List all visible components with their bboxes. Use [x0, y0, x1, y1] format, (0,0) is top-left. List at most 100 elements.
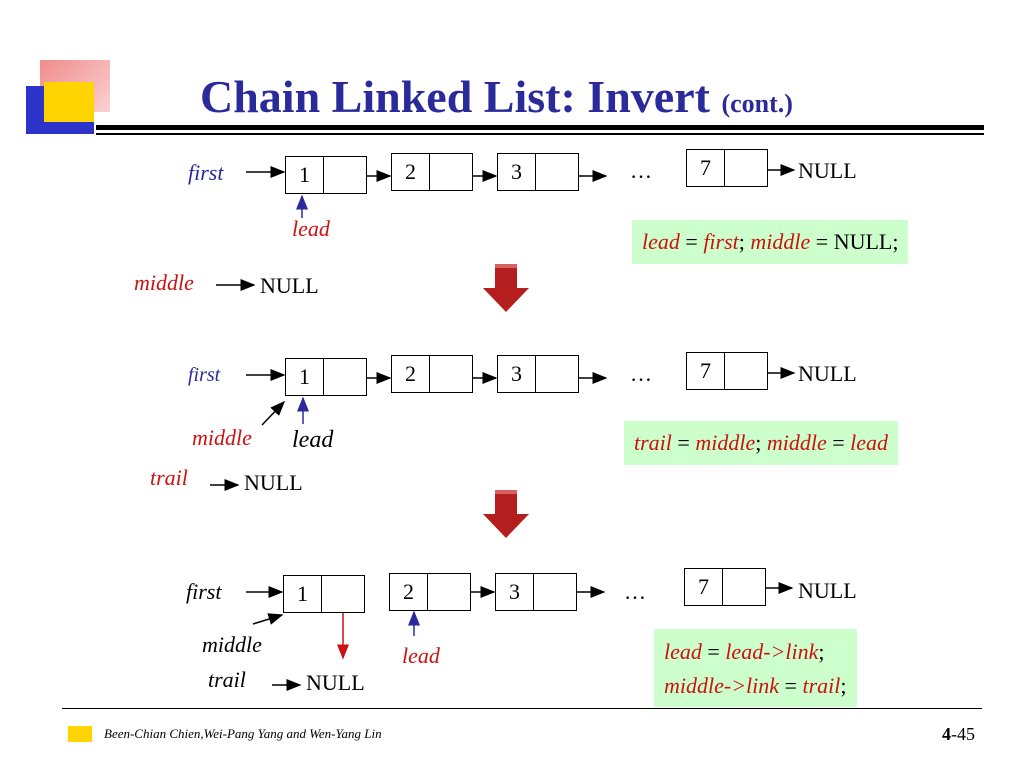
d2-note-middle: middle	[695, 430, 756, 455]
d1-node-2-data: 2	[392, 154, 430, 190]
d3-note-line-2: middle->link = trail;	[664, 669, 847, 703]
d1-lead-label: lead	[292, 216, 330, 241]
page-number: 4-45	[942, 724, 975, 745]
d1-node-3-data: 3	[498, 154, 536, 190]
page-chapter: 4	[942, 724, 951, 744]
title-sub: (cont.)	[721, 89, 793, 118]
d3-ellipsis: …	[624, 579, 646, 604]
d3-node-2: 2	[389, 573, 471, 611]
d1-node-3-link	[536, 154, 578, 190]
title-main: Chain Linked List: Invert	[200, 71, 710, 122]
d2-trail-label: trail	[150, 465, 188, 490]
d3-node-1-data: 1	[284, 576, 322, 612]
d2-node-2-data: 2	[392, 356, 430, 392]
d2-note-eq1: =	[671, 430, 696, 455]
d2-node-7: 7	[686, 352, 768, 390]
footer-rule	[62, 708, 982, 709]
d3-node-7-data: 7	[685, 569, 723, 605]
d1-note-lead: lead	[642, 229, 680, 254]
d1-node-2: 2	[391, 153, 473, 191]
logo-yellow-square	[44, 82, 94, 124]
d2-node-2: 2	[391, 355, 473, 393]
d1-node-7-link	[725, 150, 767, 186]
d2-lead-label: lead	[292, 427, 334, 453]
d2-note-semi: ;	[755, 430, 767, 455]
d2-node-7-data: 7	[687, 353, 725, 389]
d2-note-eq2: =	[826, 430, 851, 455]
d2-node-3-link	[536, 356, 578, 392]
d3-node-1-link	[322, 576, 364, 612]
d1-null-right: NULL	[798, 158, 857, 183]
d1-note-eq2: =	[810, 229, 834, 254]
d3-node-7: 7	[684, 568, 766, 606]
d3-trail-label: trail	[208, 667, 246, 692]
title-rule-thin	[96, 133, 984, 135]
d3-note-line-1: lead = lead->link;	[664, 635, 847, 669]
d2-note-trail: trail	[634, 430, 672, 455]
d3-note-eq1: =	[701, 639, 726, 664]
title-rule-thick	[96, 125, 984, 130]
d3-note-lead: lead	[664, 639, 702, 664]
d2-node-3-data: 3	[498, 356, 536, 392]
slide-title: Chain Linked List: Invert (cont.)	[200, 70, 793, 123]
d1-node-7: 7	[686, 149, 768, 187]
d3-node-3-data: 3	[496, 574, 534, 610]
d1-note-eq1: =	[679, 229, 704, 254]
d3-node-2-data: 2	[390, 574, 428, 610]
d3-note-semi2: ;	[840, 673, 847, 698]
d2-null-right: NULL	[798, 361, 857, 386]
d1-middle-null: NULL	[260, 273, 319, 298]
d3-middle-label: middle	[202, 632, 262, 657]
d3-null-right: NULL	[798, 578, 857, 603]
step-arrow-2-icon	[483, 490, 529, 538]
d1-code-note: lead = first; middle = NULL;	[632, 220, 909, 264]
d3-node-3: 3	[495, 573, 577, 611]
logo-blue-base	[26, 122, 94, 134]
d3-code-note: lead = lead->link; middle->link = trail;	[654, 629, 857, 707]
d2-trail-null: NULL	[244, 470, 303, 495]
d1-note-middle: middle	[750, 229, 811, 254]
d3-note-lead-link: lead->link	[725, 639, 819, 664]
footer-authors: Been-Chian Chien,Wei-Pang Yang and Wen-Y…	[104, 726, 382, 741]
d2-middle-arrow	[261, 400, 286, 426]
d2-note-middle2: middle	[766, 430, 827, 455]
d2-node-1-data: 1	[286, 359, 324, 395]
d3-note-trail: trail	[802, 673, 841, 698]
d1-node-1-data: 1	[286, 157, 324, 193]
d3-lead-label: lead	[402, 643, 440, 668]
d1-ellipsis: …	[630, 158, 652, 183]
d2-code-note: trail = middle; middle = lead	[624, 421, 899, 465]
d2-node-1: 1	[285, 358, 367, 396]
d2-first-label: first	[188, 364, 221, 386]
d2-middle-label: middle	[192, 425, 252, 450]
d1-middle-label: middle	[134, 270, 194, 295]
d1-first-label: first	[188, 160, 224, 185]
d2-node-2-link	[430, 356, 472, 392]
d1-node-2-link	[430, 154, 472, 190]
d3-node-7-link	[723, 569, 765, 605]
d3-first-label: first	[186, 579, 222, 604]
page-index: -45	[951, 724, 975, 744]
d2-node-7-link	[725, 353, 767, 389]
d3-trail-null: NULL	[306, 670, 365, 695]
d1-note-null: NULL;	[833, 229, 899, 254]
d3-note-eq2: =	[779, 673, 803, 698]
d1-note-first: first	[703, 229, 739, 254]
d3-note-middle-link: middle->link	[664, 673, 780, 698]
d1-note-semi: ;	[738, 229, 751, 254]
d2-ellipsis: …	[630, 361, 652, 386]
d3-node-3-link	[534, 574, 576, 610]
d3-node-2-link	[428, 574, 470, 610]
step-arrow-1-icon	[483, 264, 529, 312]
d2-node-1-link	[324, 359, 366, 395]
d3-middle-arrow	[252, 613, 284, 625]
d2-node-3: 3	[497, 355, 579, 393]
d1-node-7-data: 7	[687, 150, 725, 186]
d3-note-semi1: ;	[818, 639, 825, 664]
d3-node-1: 1	[283, 575, 365, 613]
d1-node-1: 1	[285, 156, 367, 194]
d2-note-lead: lead	[850, 430, 889, 455]
d1-node-1-link	[324, 157, 366, 193]
footer-yellow-box	[68, 726, 92, 742]
d1-node-3: 3	[497, 153, 579, 191]
